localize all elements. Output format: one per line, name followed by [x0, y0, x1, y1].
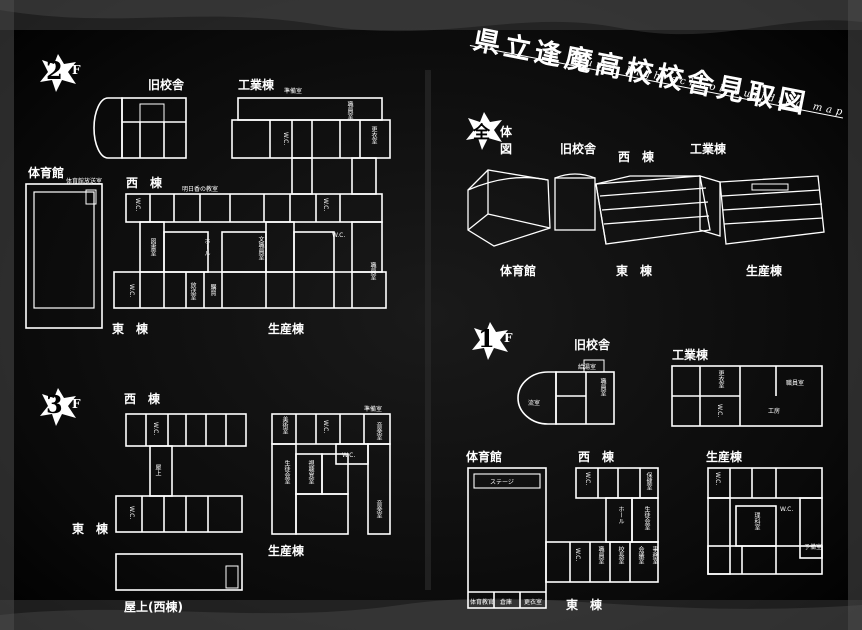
- room-wc-3f-c: W.C.: [342, 452, 356, 459]
- overview-mark: 全: [473, 123, 490, 143]
- label-okujo: 屋上(西棟): [124, 600, 183, 614]
- room-stage: ステージ: [490, 479, 514, 486]
- label-seisan-2f: 生産棟: [268, 322, 305, 336]
- room-wc-1f-e: W.C.: [574, 548, 581, 562]
- splat-icon: [472, 322, 508, 360]
- floor2-plan: [25, 97, 391, 329]
- room-taiiku-housou: 体育館放送室: [66, 178, 103, 185]
- label-nishi-3f: 西 棟: [124, 392, 161, 406]
- room-wc-2f-b: W.C.: [134, 198, 141, 212]
- splat-icon: [40, 388, 76, 426]
- room-kosho: 工房: [768, 408, 781, 415]
- room-ryu: 流室: [528, 400, 541, 407]
- floor3-plan: [115, 413, 391, 591]
- room-wc-2f-e: W.C.: [128, 284, 135, 298]
- room-ongaku: 音楽室: [375, 422, 382, 440]
- room-housou: 放送室: [189, 282, 196, 300]
- floor1-plan: [467, 359, 823, 609]
- room-hoken: 保健室: [645, 472, 652, 490]
- label-nishi-1f: 西 棟: [578, 450, 615, 464]
- label-higashi-all: 東 棟: [616, 264, 653, 278]
- floor3-marker: 3 F: [32, 384, 88, 432]
- room-wc-3f-b: W.C.: [322, 420, 329, 434]
- overview-label: 体図: [500, 125, 513, 156]
- floor2-marker: 2 F: [32, 50, 88, 98]
- room-wc-2f-a: W.C.: [282, 132, 289, 146]
- room-wc-2f-c: W.C.: [322, 198, 329, 212]
- floor1-marker: 1 F: [464, 318, 520, 366]
- room-kura: 倉庫: [500, 599, 513, 606]
- label-nishi-2f: 西 棟: [126, 176, 163, 190]
- room-wc-1f-c: W.C.: [714, 472, 721, 486]
- label-kogyo-2f: 工業棟: [238, 78, 275, 92]
- room-kouzai: 購買: [209, 284, 216, 296]
- room-bijutsu: 美術室: [281, 416, 288, 434]
- room-bunka: 文職員室: [257, 236, 264, 260]
- room-ongaku2: 音楽室: [375, 500, 382, 518]
- label-taiikukan-2f: 体育館: [28, 166, 65, 180]
- floor3-number: 3: [46, 390, 63, 419]
- room-hall-1f: ホール: [617, 506, 624, 524]
- room-wc-1f-b: W.C.: [584, 472, 591, 486]
- room-junbi-3f: 準備室: [364, 406, 383, 413]
- room-wc-3f-a: W.C.: [152, 422, 159, 436]
- room-asuka-class: 明日香の教室: [182, 186, 219, 193]
- room-wc-1f-d: W.C.: [780, 506, 794, 513]
- label-higashi-3f: 東 棟: [72, 522, 109, 536]
- label-taiikukan-1f: 体育館: [466, 450, 503, 464]
- room-kyushoku: 給湯室: [578, 364, 597, 371]
- label-seisan-all: 生産棟: [746, 264, 783, 278]
- label-taiikukan-all: 体育館: [500, 264, 537, 278]
- label-kogyo-1f: 工業棟: [672, 348, 709, 362]
- floor1-number: 1: [478, 324, 495, 353]
- label-kyu-1f: 旧校舎: [574, 338, 611, 352]
- splat-icon: [466, 112, 502, 150]
- room-shiyou: 視聴覚室: [307, 460, 314, 484]
- room-yobi: 予備室: [804, 544, 823, 551]
- room-wc-2f-d: W.C.: [332, 232, 346, 239]
- room-junbi-2f: 準備室: [284, 88, 303, 95]
- room-wc-1f-a: W.C.: [716, 404, 723, 418]
- floor2-suffix: F: [72, 63, 81, 77]
- label-kogyo-all: 工業棟: [690, 142, 727, 156]
- room-koui-1f: 更衣室: [717, 370, 724, 388]
- room-taiiku-kyoukan: 体育教官: [470, 599, 495, 606]
- room-shokuin-2f: 職員室: [346, 101, 353, 119]
- room-seito: 生徒会室: [283, 460, 290, 484]
- room-tosho: 図書室: [149, 238, 156, 256]
- room-okujo: 屋上: [154, 464, 161, 476]
- splat-icon: [40, 54, 76, 92]
- room-koui-1f-b: 更衣室: [524, 599, 543, 606]
- room-hall: ホール: [203, 238, 210, 256]
- room-shokuin-2f-b: 職員室: [369, 262, 376, 280]
- label-kyu-2f: 旧校舎: [148, 78, 185, 92]
- room-rika: 理科室: [753, 512, 760, 530]
- room-shokuin-1f-c: 職員室: [597, 546, 604, 564]
- overview-plan: [467, 169, 825, 247]
- label-higashi-1f: 東 棟: [566, 598, 603, 612]
- overview-marker: 全 体図: [458, 108, 514, 156]
- room-shokuin-1f-b: 職員室: [786, 380, 805, 387]
- label-nishi-all: 西 棟: [618, 150, 655, 164]
- room-seitokai: 生徒会室: [643, 506, 650, 530]
- room-koui-2f: 更衣室: [370, 126, 377, 144]
- room-kaigi: 会議室: [637, 546, 644, 564]
- room-shokuin-1f: 職員室: [599, 378, 606, 396]
- label-seisan-1f: 生産棟: [706, 450, 743, 464]
- room-kouchou: 校長室: [617, 546, 624, 564]
- room-jimu: 事務室: [651, 546, 658, 564]
- label-kyu-all: 旧校舎: [560, 142, 597, 156]
- room-wc-3f-d: W.C.: [128, 506, 135, 520]
- floor3-suffix: F: [72, 397, 81, 411]
- floor2-number: 2: [46, 56, 63, 85]
- floor1-suffix: F: [504, 331, 513, 345]
- label-seisan-3f: 生産棟: [268, 544, 305, 558]
- label-higashi-2f: 東 棟: [112, 322, 149, 336]
